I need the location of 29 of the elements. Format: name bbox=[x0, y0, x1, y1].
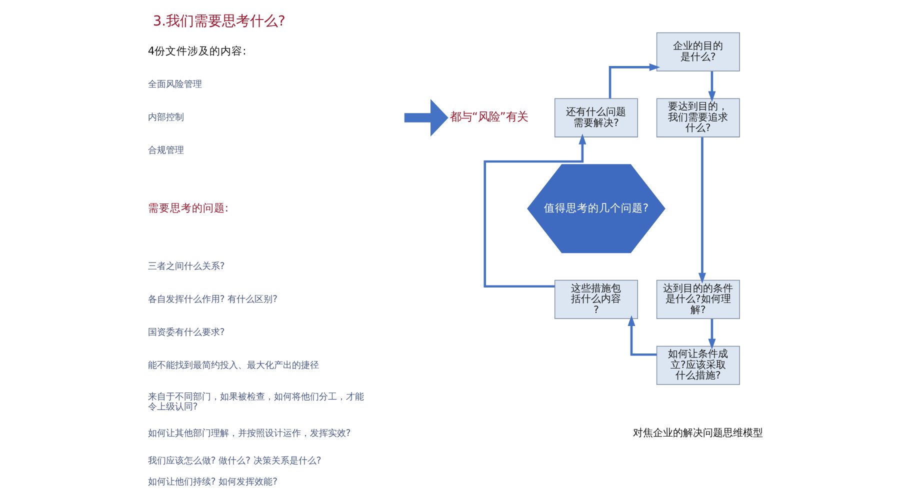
diagram-title: 3.我们需要思考什么? bbox=[152, 13, 286, 30]
label: 能不能找到最简约投入、最大化产出的捷径 bbox=[148, 360, 319, 371]
arrow bbox=[698, 137, 706, 284]
arrow bbox=[708, 318, 716, 350]
node-text: 都与“风险”有关 bbox=[450, 109, 528, 124]
label: 来自于不同部门，如果被检查，如何将他们分工，才能令上级认同? bbox=[148, 392, 364, 413]
node-box: 如何让条件成立?应该采取什么措施? bbox=[656, 346, 740, 385]
label: 我们应该怎么做? 做什么? 决策关系是什么? bbox=[148, 456, 322, 467]
node-box: 企业的目的是什么? bbox=[656, 32, 740, 72]
caption: 对焦企业的解决问题思维模型 bbox=[633, 428, 764, 440]
arrow bbox=[628, 315, 657, 356]
label: 内部控制 bbox=[148, 112, 184, 124]
node-box: 要达到目的，我们需要追求什么? bbox=[656, 98, 740, 138]
node-box: 这些措施包括什么内容? bbox=[554, 280, 638, 319]
label: 如何让他们持续? 如何发挥效能? bbox=[148, 476, 278, 488]
arrow bbox=[404, 99, 448, 137]
label: 4份文件涉及的内容: bbox=[148, 44, 246, 58]
label: 国资委有什么要求? bbox=[148, 326, 225, 338]
label: 合规管理 bbox=[148, 145, 184, 156]
node-box: 还有什么问题需要解决? bbox=[554, 98, 638, 138]
label: 如何让其他部门理解，并按照设计运作，发挥实效? bbox=[148, 428, 351, 439]
arrow bbox=[708, 71, 716, 102]
label: 需要思考的问题: bbox=[148, 201, 228, 214]
arrow bbox=[484, 134, 586, 288]
label: 三者之间什么关系? bbox=[148, 260, 225, 272]
label: 各自发挥什么作用? 有什么区别? bbox=[148, 294, 278, 305]
arrow bbox=[608, 63, 660, 98]
label: 全面风险管理 bbox=[148, 79, 202, 90]
node-box: 达到目的的条件是什么?如何理解? bbox=[656, 280, 740, 319]
